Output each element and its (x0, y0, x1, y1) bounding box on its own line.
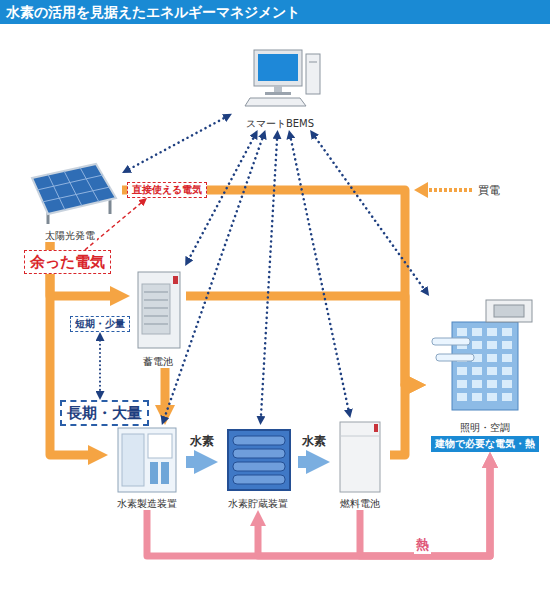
title-bar: 水素の活用を見据えたエネルギーマネジメント (0, 0, 550, 24)
control-link (163, 134, 263, 421)
hydrogen-flow (186, 456, 206, 468)
fuel-cell (340, 422, 380, 492)
storage-term-tag: 長期・大量 (60, 400, 149, 426)
control-link (313, 134, 427, 293)
window (502, 393, 512, 401)
window (502, 367, 512, 375)
window (457, 393, 467, 401)
power-flow (186, 296, 416, 385)
generator-node: 水素製造装置 (108, 425, 186, 510)
window (487, 367, 497, 375)
heat-flow (147, 460, 490, 556)
window (487, 341, 497, 349)
window (487, 328, 497, 336)
control-link (187, 134, 255, 262)
node-label: 直接使える電気 (132, 184, 202, 195)
node-label: 水素製造装置 (115, 497, 179, 510)
term-link (99, 337, 101, 396)
window (487, 380, 497, 388)
solar-panel (32, 164, 116, 224)
node-label: 燃料電池 (338, 497, 382, 510)
node-label: 余った電気 (30, 253, 105, 271)
edge-label: 水素 (300, 433, 328, 450)
storage-term-tag: 短期・少量 (70, 316, 130, 332)
window (472, 393, 482, 401)
callout-tag: 直接使える電気 (127, 182, 207, 198)
node-label: 短期・少量 (75, 318, 125, 329)
window (487, 393, 497, 401)
window (472, 328, 482, 336)
hydrogen-flow (298, 456, 318, 468)
battery-cabinet (138, 272, 180, 348)
fuel-cell-node: 燃料電池 (330, 418, 390, 510)
title: 水素の活用を見据えたエネルギーマネジメント (0, 0, 550, 24)
hydrogen-generator (118, 428, 176, 492)
window (457, 367, 467, 375)
window (457, 328, 467, 336)
window (502, 341, 512, 349)
node-label: 照明・空調 (458, 421, 512, 434)
node-label: 蓄電池 (141, 355, 175, 368)
window (457, 380, 467, 388)
window (487, 354, 497, 362)
callout-tag: 余った電気 (24, 250, 111, 274)
window (502, 354, 512, 362)
window (472, 380, 482, 388)
control-link (290, 134, 349, 413)
battery-node: 蓄電池 (130, 266, 186, 368)
power-flow (390, 385, 416, 455)
node-label: 長期・大量 (67, 404, 142, 422)
building (432, 300, 532, 410)
window (502, 328, 512, 336)
window (472, 341, 482, 349)
solar-node: 太陽光発電 (18, 160, 122, 242)
computer-icon (245, 50, 320, 106)
node-label: スマートBEMS (244, 117, 316, 130)
heat-flow (258, 460, 490, 556)
hydrogen-storage (228, 430, 290, 490)
storage-node: 水素貯蔵装置 (218, 425, 298, 510)
bems-node: スマートBEMS (232, 46, 328, 130)
node-note: 建物で必要な電気・熱 (431, 436, 539, 452)
grid-purchase-arrow (414, 182, 472, 198)
control-link (126, 116, 228, 171)
window (472, 367, 482, 375)
edge-label: 水素 (188, 433, 216, 450)
callout-link (85, 201, 144, 250)
node-label: 水素貯蔵装置 (226, 497, 290, 510)
building-node: 照明・空調建物で必要な電気・熱 (426, 296, 544, 452)
node-label: 太陽光発電 (43, 229, 97, 242)
heat-label: 熱 (414, 536, 431, 554)
control-link (261, 135, 278, 421)
window (502, 380, 512, 388)
grid-purchase-label: 買電 (478, 183, 500, 198)
